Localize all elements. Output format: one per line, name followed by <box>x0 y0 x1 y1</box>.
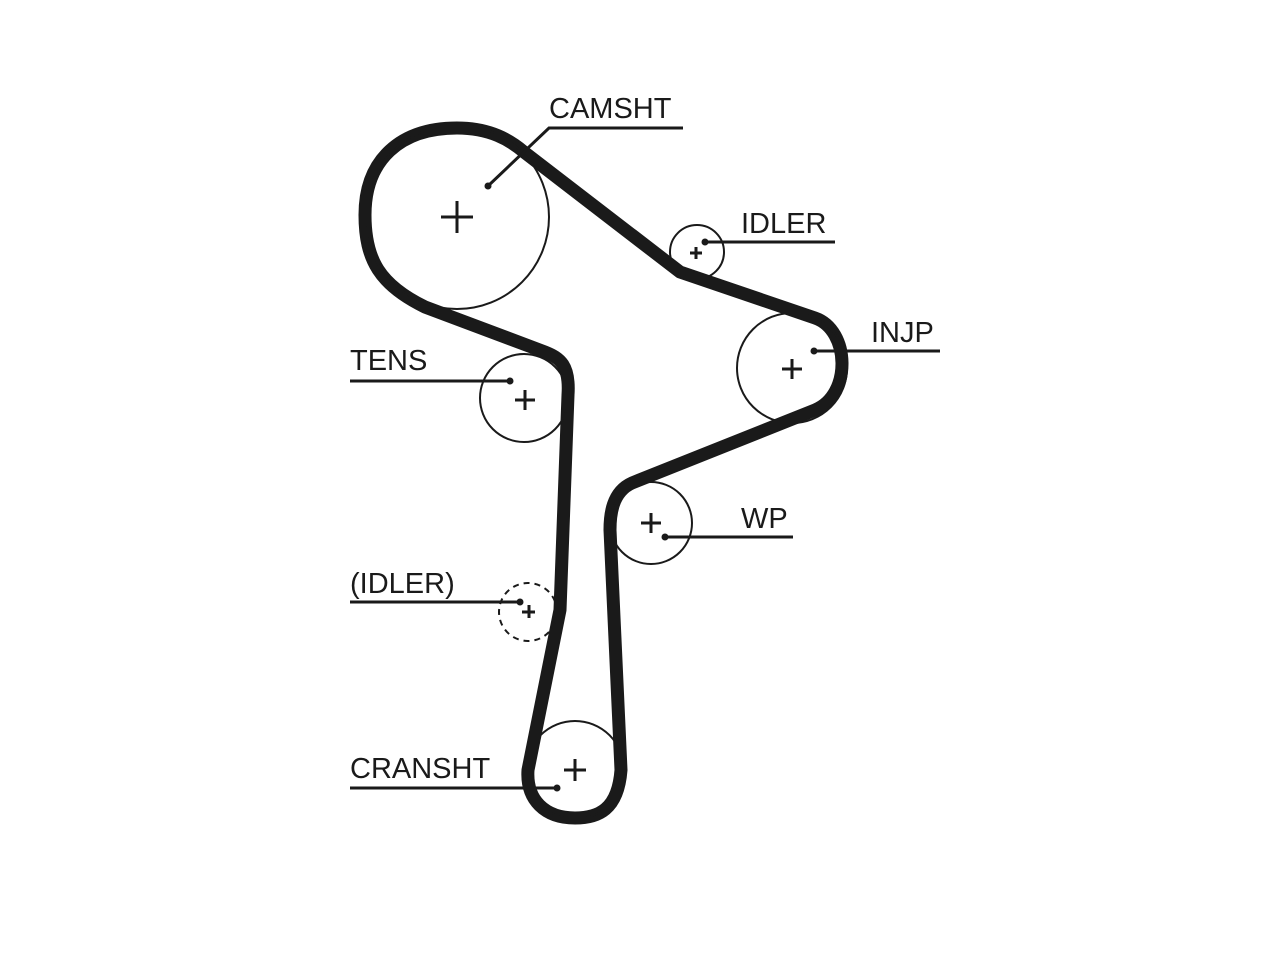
idler-top-callout: IDLER <box>701 208 835 246</box>
idler-pulley-top <box>669 224 725 280</box>
tensioner-callout: TENS <box>350 345 514 385</box>
camshaft-pulley <box>364 124 550 310</box>
water-pump-callout: WP <box>661 503 793 541</box>
crankshaft-label: CRANSHT <box>350 753 490 785</box>
idler-top-label: IDLER <box>741 208 826 240</box>
idler-pulley-optional <box>498 582 558 642</box>
injection-pump-pulley <box>736 312 848 424</box>
tensioner-label: TENS <box>350 345 427 377</box>
water-pump-label: WP <box>741 503 788 535</box>
camshaft-callout: CAMSHT <box>484 93 683 190</box>
idler-optional-label: (IDLER) <box>350 568 455 600</box>
water-pump-pulley <box>609 481 693 565</box>
crankshaft-callout: CRANSHT <box>350 753 561 792</box>
injection-pump-label: INJP <box>871 317 934 349</box>
camshaft-label: CAMSHT <box>549 93 672 125</box>
tensioner-pulley <box>479 353 569 443</box>
injection-pump-callout: INJP <box>810 317 940 355</box>
idler-optional-callout: (IDLER) <box>350 568 524 606</box>
crankshaft-pulley <box>525 720 625 820</box>
